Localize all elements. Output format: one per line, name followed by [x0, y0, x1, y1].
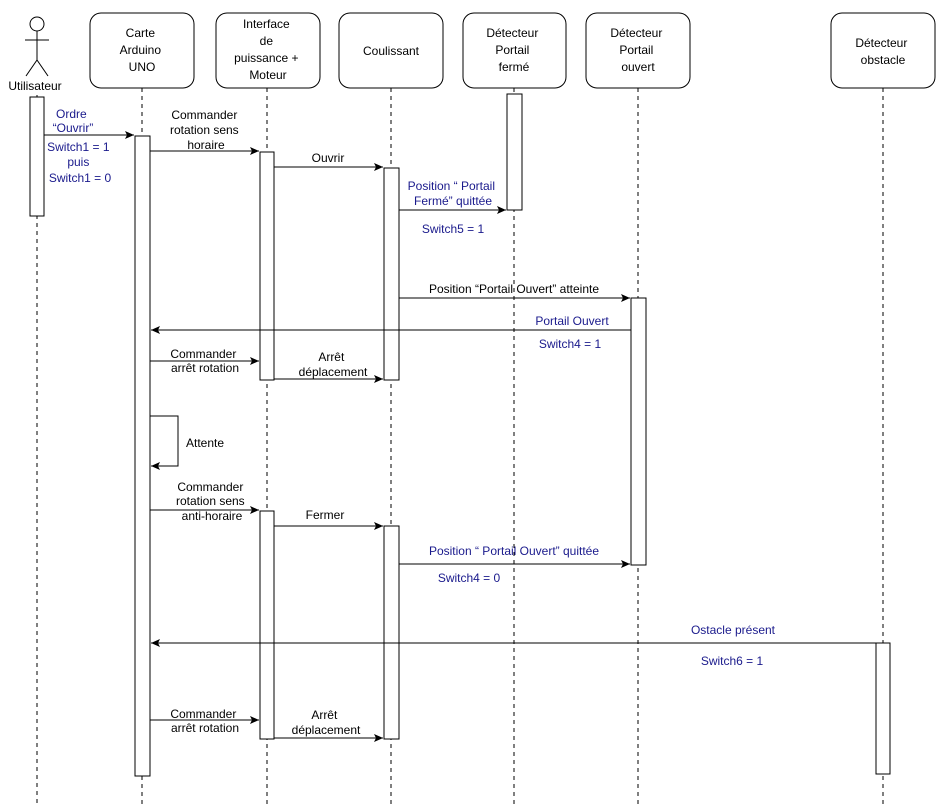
participant-carte: Carte Arduino UNO: [89, 12, 195, 89]
activation-bar: [29, 96, 45, 217]
label-line: Switch5 = 1: [422, 222, 485, 236]
svg-text:Détecteur Portail: Détecteur Portail fermé: [486, 26, 541, 74]
label-line: Portail Ouvert: [535, 314, 609, 328]
label-line: anti-horaire: [182, 509, 243, 523]
label-line: Commander: [170, 347, 236, 361]
label-line: arrêt rotation: [171, 721, 239, 735]
label-line: horaire: [187, 138, 225, 152]
participant-carte-line: UNO: [129, 60, 156, 74]
activation-bar: [875, 642, 891, 775]
participant-interface-line: de: [260, 34, 274, 48]
message-note-switch4-1: Switch4 = 1: [539, 337, 602, 351]
label-line: Switch4 = 0: [438, 571, 501, 585]
participant-coulissant-line: Coulissant: [363, 44, 420, 58]
label-line: Switch4 = 1: [539, 337, 602, 351]
label-line: Ordre: [56, 107, 87, 121]
activation-bar: [259, 151, 275, 381]
message-note-switch1: Switch1 = 1 puis Switch1 = 0: [47, 140, 113, 185]
message-label-portail-ferme-quittee: Position “ Portail Fermé” quittée: [408, 179, 499, 208]
label-line: Arrêt: [311, 708, 338, 722]
message-label-portail-ouvert-atteinte: Position “Portail Ouvert” atteinte: [429, 282, 599, 296]
label-line: déplacement: [299, 365, 368, 379]
label-line: Position “ Portail: [408, 179, 495, 193]
message-label-portail-ouvert: Portail Ouvert: [535, 314, 609, 328]
activation-bar: [383, 525, 400, 740]
label-line: rotation sens: [176, 494, 245, 508]
participant-obstacle: Détecteur obstacle: [830, 12, 936, 89]
label-line: Fermé” quittée: [414, 194, 492, 208]
message-note-switch4-0: Switch4 = 0: [438, 571, 501, 585]
label-line: “Ouvrir”: [53, 121, 94, 135]
message-note-switch5: Switch5 = 1: [422, 222, 485, 236]
actor-label-utilisateur: Utilisateur: [8, 79, 61, 93]
svg-text:Détecteur obstacle: Détecteur obstacle: [855, 36, 910, 67]
label-line: Commander: [171, 108, 237, 122]
message-label-ouvrir: Ouvrir: [312, 151, 345, 165]
activation-bar: [383, 167, 400, 381]
message-label-commander-anti-horaire: Commander rotation sens anti-horaire: [176, 480, 248, 523]
activation-bar: [630, 297, 647, 566]
participant-obstacle-line: Détecteur: [855, 36, 907, 50]
message-label-arret-deplacement: Arrêt déplacement: [299, 350, 368, 379]
label-line: arrêt rotation: [171, 361, 239, 375]
label-line: Switch1 = 1: [47, 140, 110, 154]
svg-text:Interface de puiss: Interface de puissance + Moteur: [234, 17, 302, 82]
participant-obstacle-line: obstacle: [861, 53, 906, 67]
participant-carte-line: Arduino: [120, 43, 162, 57]
svg-text:Carte Arduino UNO: Carte Arduino UNO: [120, 26, 165, 74]
message-label-attente: Attente: [186, 436, 224, 450]
message-label-fermer: Fermer: [306, 508, 345, 522]
label-line: puis: [67, 155, 89, 169]
participant-ferme-line: Détecteur: [486, 26, 538, 40]
participant-ferme-line: Portail: [495, 43, 529, 57]
participant-interface-line: Interface: [243, 17, 290, 31]
message-label-commander-arret: Commander arrêt rotation: [170, 347, 239, 375]
label-line: Ostacle présent: [691, 623, 776, 637]
label-line: Arrêt: [318, 350, 345, 364]
label-line: Fermer: [306, 508, 345, 522]
label-line: déplacement: [292, 723, 361, 737]
activation-bar: [259, 510, 275, 740]
message-label-portail-ouvert-quittee: Position “ Portail Ouvert” quittée: [429, 544, 599, 558]
label-line: Commander: [170, 707, 236, 721]
message-label-obstacle-present: Ostacle présent: [691, 623, 776, 637]
user-actor-icon: [25, 16, 49, 77]
svg-text:Coulissant: Coulissant: [363, 44, 420, 58]
participant-coulissant: Coulissant: [338, 12, 444, 89]
label-line: Position “ Portail Ouvert” quittée: [429, 544, 599, 558]
message-label-arret-deplacement-2: Arrêt déplacement: [292, 708, 361, 737]
label-line: Switch6 = 1: [701, 654, 764, 668]
message-label-commander-horaire: Commander rotation sens horaire: [170, 108, 242, 152]
message-label-ordre-ouvrir: Ordre “Ouvrir”: [53, 107, 94, 135]
participant-ferme-line: fermé: [499, 60, 530, 74]
participant-ouvert-line: ouvert: [621, 60, 655, 74]
participant-interface: Interface de puissance + Moteur: [215, 12, 321, 89]
participant-ouvert-line: Portail: [619, 43, 653, 57]
svg-text:Détecteur Portail: Détecteur Portail ouvert: [610, 26, 665, 74]
participant-ferme: Détecteur Portail fermé: [462, 12, 567, 89]
participant-ouvert-line: Détecteur: [610, 26, 662, 40]
label-line: Attente: [186, 436, 224, 450]
message-note-switch6: Switch6 = 1: [701, 654, 764, 668]
activation-bar: [506, 93, 523, 211]
participant-interface-line: Moteur: [249, 68, 286, 82]
self-message-arrow: [150, 415, 179, 470]
label-line: rotation sens: [170, 123, 239, 137]
activation-bar: [134, 135, 151, 777]
participant-interface-line: puissance +: [234, 51, 298, 65]
label-line: Ouvrir: [312, 151, 345, 165]
message-label-commander-arret-2: Commander arrêt rotation: [170, 707, 239, 735]
label-line: Switch1 = 0: [49, 171, 112, 185]
label-line: Position “Portail Ouvert” atteinte: [429, 282, 599, 296]
participant-ouvert: Détecteur Portail ouvert: [585, 12, 691, 89]
label-line: Commander: [177, 480, 243, 494]
participant-carte-line: Carte: [126, 26, 156, 40]
